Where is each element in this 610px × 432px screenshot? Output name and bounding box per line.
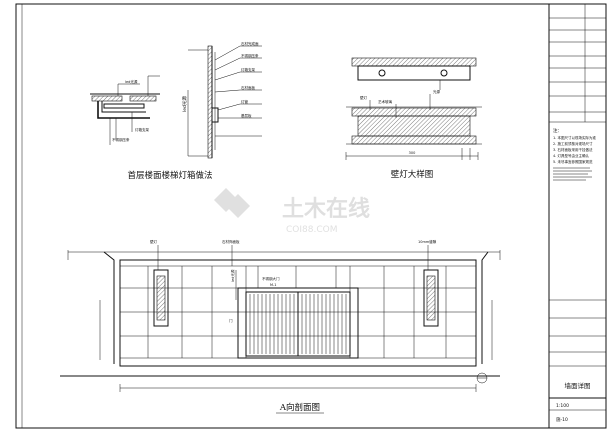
elevation-light-label: led光源: [230, 269, 235, 282]
elevation-a: [60, 245, 501, 392]
door-grille: [249, 294, 347, 354]
svg-text:土木在线: 土木在线: [282, 196, 370, 222]
leader-note: 灯管: [241, 99, 248, 104]
leader-note: 基层板: [241, 113, 252, 118]
drawing-scale: 1:100: [556, 403, 569, 409]
notes-text-block: [553, 167, 592, 181]
elevation-tag-right: 10mm缝隙: [418, 239, 437, 244]
leader-note: 灯箱支架: [241, 67, 255, 72]
lamp-inner-label: 艺术玻璃: [378, 99, 392, 104]
note-item: 5. 未尽事宜参照国家规范: [553, 159, 593, 164]
svg-text:COI88.COM: COI88.COM: [286, 225, 337, 235]
watermark-logo-icon: [214, 188, 250, 218]
detail-wall-lamp: [345, 57, 482, 160]
lamp-side-label: 光源: [433, 89, 441, 94]
note-item: 1. 本图尺寸以现场实际为准: [553, 135, 596, 140]
title-block: 注： 1. 本图尺寸以现场实际为准 2. 施工前须核对现场尺寸 3. 石材面板采…: [548, 4, 606, 428]
notes-heading: 注：: [553, 127, 562, 134]
elevation-door-note: 不锈钢大门: [262, 276, 280, 281]
svg-text:不锈钢压条: 不锈钢压条: [112, 137, 130, 142]
watermark: 土木在线 COI88.COM: [214, 188, 370, 235]
note-item: 2. 施工前须核对现场尺寸: [553, 141, 593, 146]
lamp-box-label: 壁灯: [360, 95, 368, 100]
elevation-title: A向剖面图: [279, 402, 320, 413]
lamp-dimension: 300: [409, 151, 416, 155]
detail-right-title: 壁灯大样图: [391, 169, 434, 180]
detail-left-top-label: led光源: [125, 79, 138, 84]
leader-note: 石材面板: [241, 85, 255, 90]
elevation-door-label: 门: [229, 318, 233, 323]
svg-text:灯箱支架: 灯箱支架: [135, 127, 149, 132]
detail-left-title: 首层楼面楼梯灯箱做法: [127, 170, 212, 181]
detail-stair-lightbox: led光源 不锈钢压条 灯箱支架: [90, 75, 160, 145]
sheet-border: [15, 3, 607, 429]
leader-note: 石材完成面: [241, 41, 259, 46]
detail-side-label: led光源: [181, 96, 188, 112]
elevation-door-code: M-1: [270, 283, 277, 287]
leader-note: 不锈钢压条: [241, 53, 259, 58]
drawing-name: 墙面详图: [565, 381, 591, 390]
note-item: 4. 灯具型号由业主确认: [553, 153, 589, 158]
note-item: 3. 石材面板采用干挂做法: [553, 147, 593, 152]
sheet-number: 施-10: [556, 416, 568, 423]
detail-wall-section: led光源: [181, 45, 262, 159]
elevation-tag-mid: 石材饰面板: [222, 239, 240, 244]
elevation-tag-left: 壁灯: [150, 239, 157, 244]
